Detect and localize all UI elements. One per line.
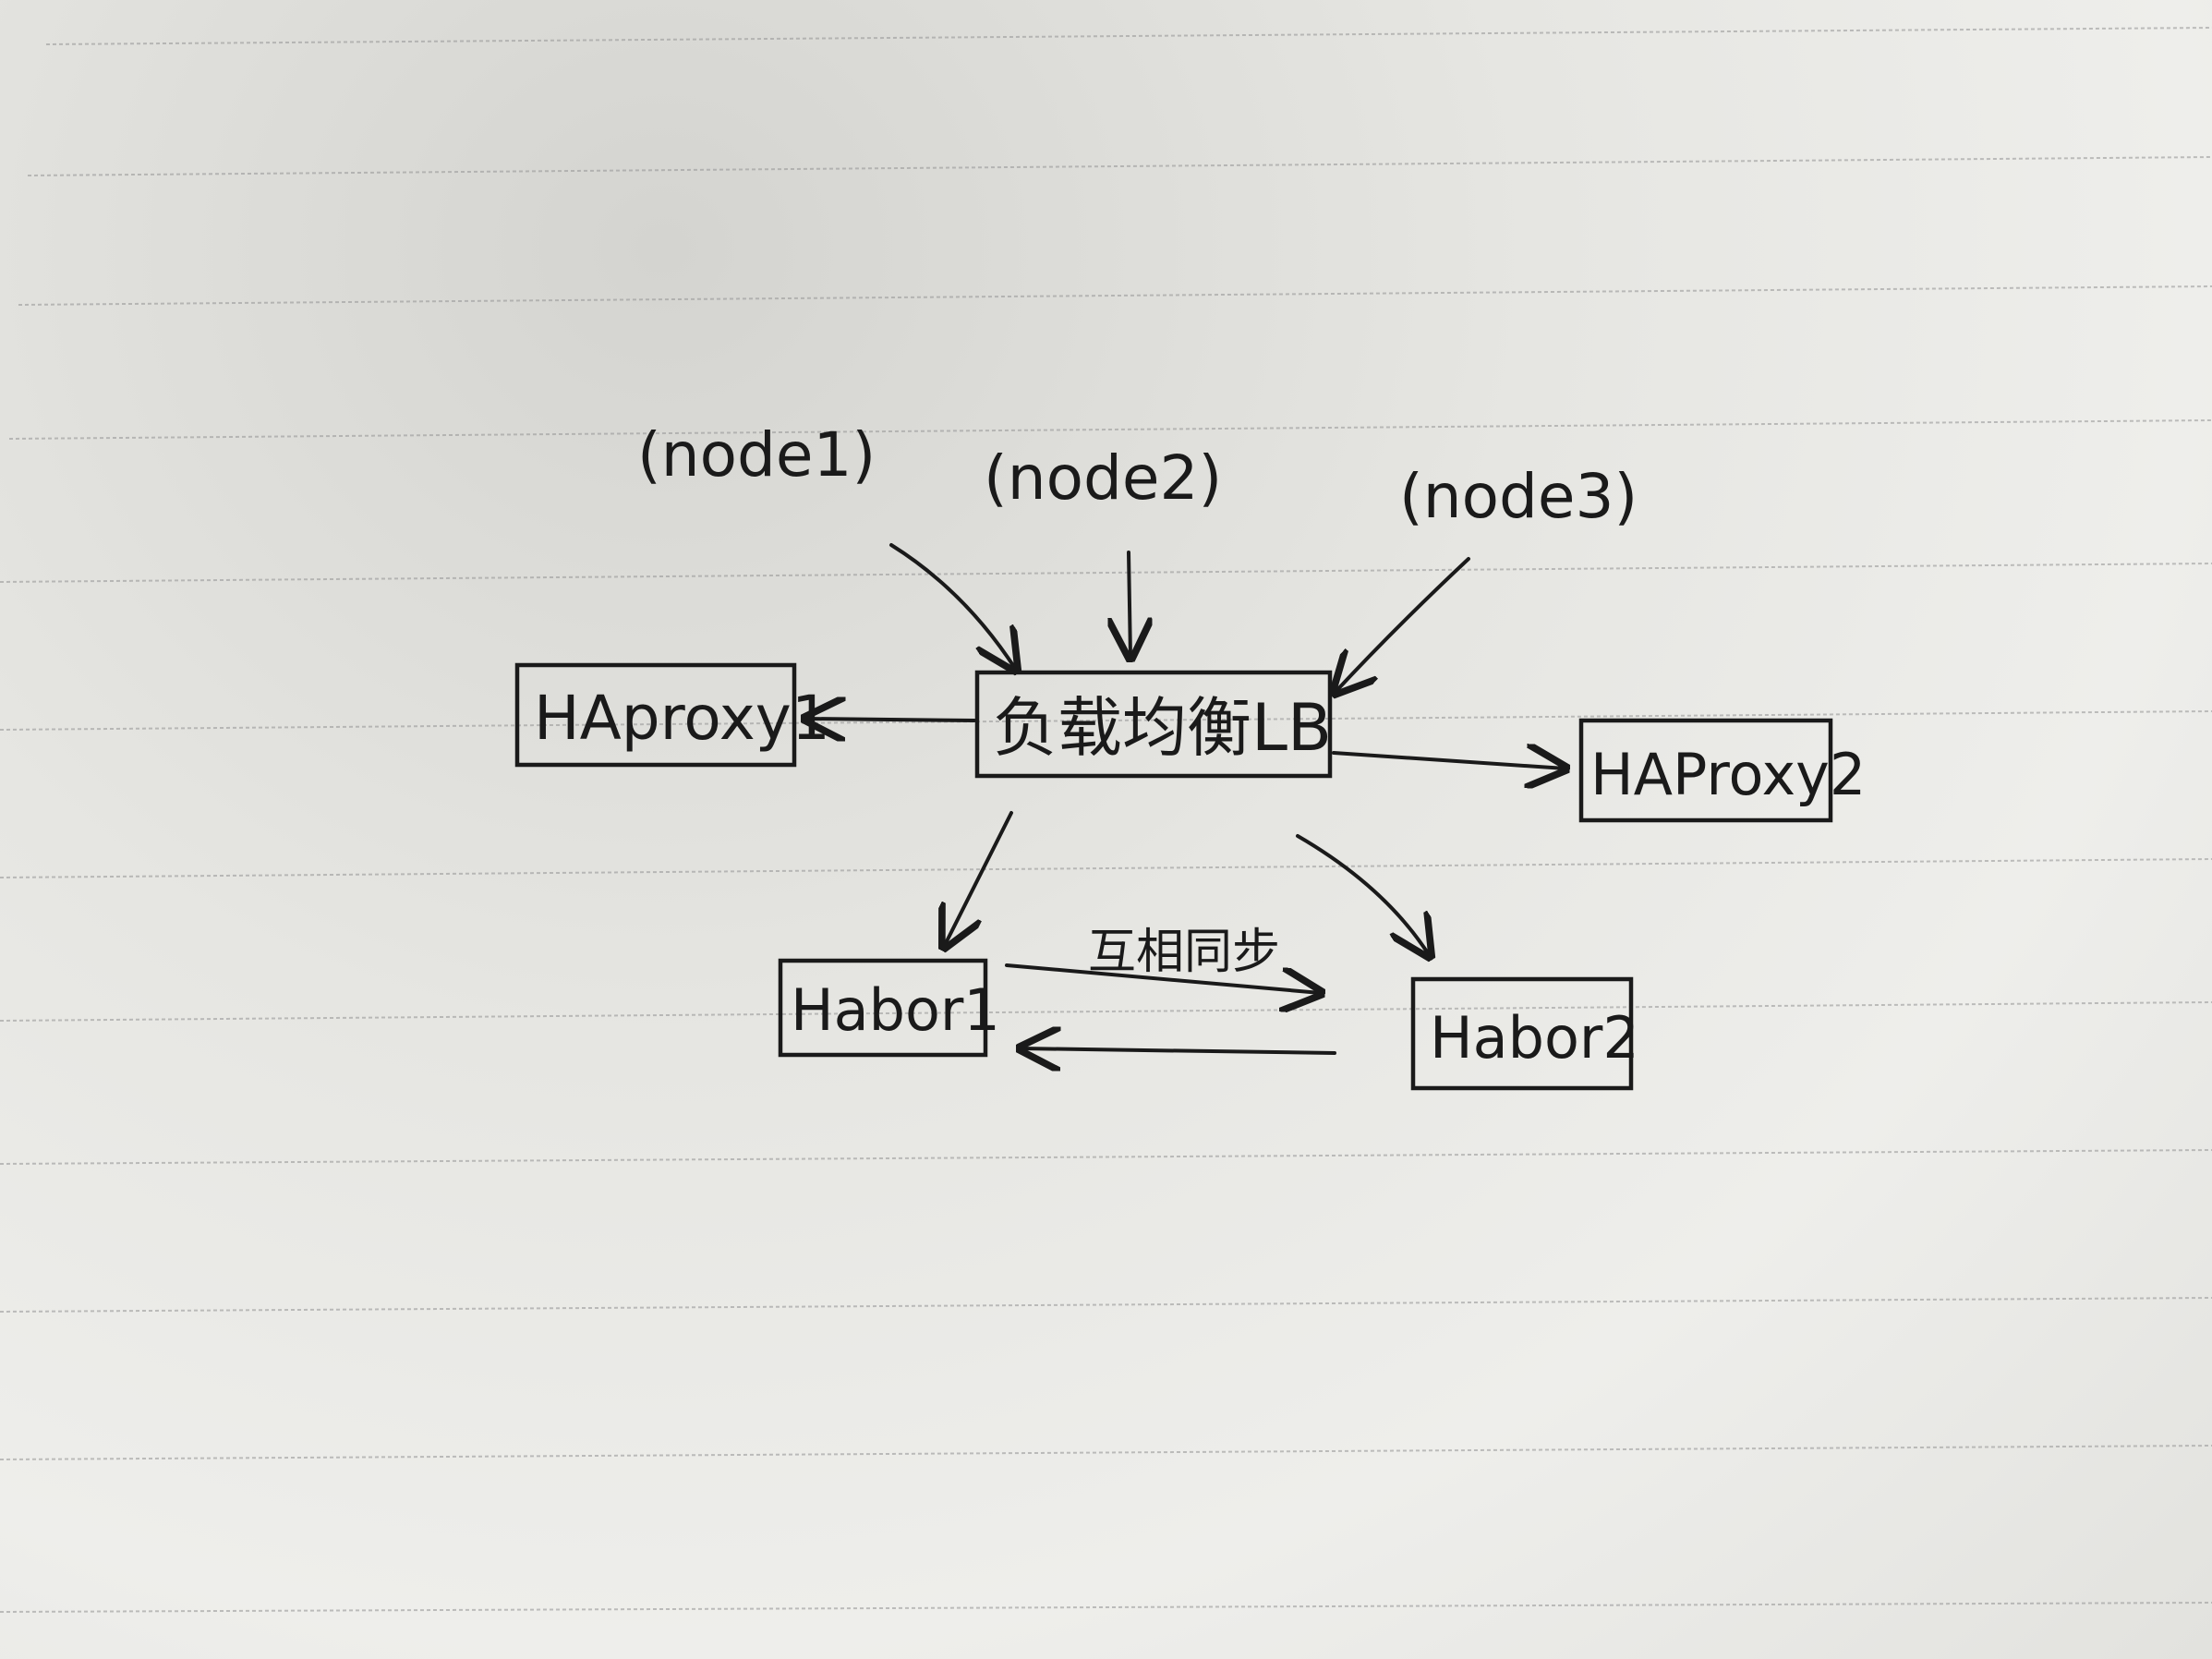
habor1-box: Habor1 — [778, 958, 1000, 1058]
lb-to-habor1-arrow — [944, 811, 1013, 947]
sync-label: 互相同步 — [1088, 925, 1280, 980]
haproxy2-label: HAProxy2 — [1590, 741, 1866, 808]
haproxy1-label: HAproxy1 — [534, 683, 830, 754]
lb-box: 负载均衡LB — [974, 670, 1333, 779]
lb-to-habor2-arrow — [1296, 834, 1430, 956]
habor2-box: Habor2 — [1410, 976, 1639, 1091]
habor1-to-habor2-sync-arrow — [1005, 963, 1321, 993]
node3-label: (node3) — [1399, 461, 1638, 532]
node2-to-lb-arrow — [1129, 551, 1130, 658]
lb-to-haproxy1-arrow — [805, 719, 976, 721]
haproxy1-box: HAproxy1 — [514, 662, 830, 768]
lb-to-haproxy2-arrow — [1332, 753, 1565, 769]
habor2-label: Habor2 — [1430, 1004, 1639, 1072]
node3-to-lb-arrow — [1335, 557, 1470, 693]
habor2-to-habor1-sync-arrow — [1021, 1048, 1336, 1053]
node1-to-lb-arrow — [889, 543, 1016, 670]
habor1-label: Habor1 — [791, 976, 1000, 1044]
haproxy2-box: HAProxy2 — [1578, 718, 1866, 823]
lb-label: 负载均衡LB — [993, 690, 1332, 766]
node2-label: (node2) — [984, 442, 1222, 514]
node1-label: (node1) — [637, 419, 876, 490]
ruled-lines — [0, 27, 2212, 1613]
